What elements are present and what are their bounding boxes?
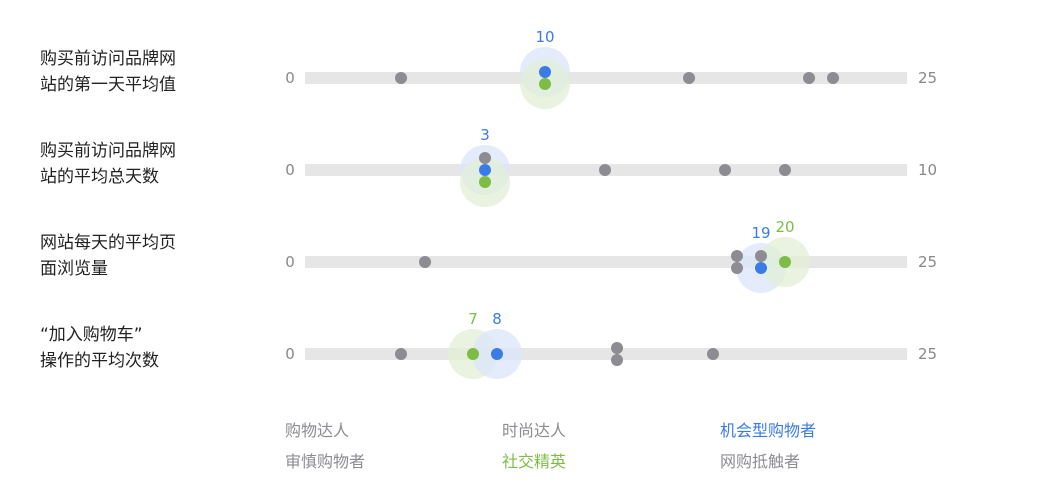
data-point xyxy=(779,256,791,268)
data-point xyxy=(707,348,719,360)
row-label-line: 操作的平均次数 xyxy=(40,351,159,371)
data-point xyxy=(479,176,491,188)
legend-item: 机会型购物者 xyxy=(720,421,816,440)
legend-item: 审慎购物者 xyxy=(285,452,365,471)
axis-max-label: 25 xyxy=(918,253,937,271)
axis-max-label: 10 xyxy=(918,161,937,179)
data-value-label: 7 xyxy=(468,310,478,328)
data-point xyxy=(479,164,491,176)
data-point xyxy=(539,66,551,78)
data-point xyxy=(539,78,551,90)
data-point xyxy=(731,262,743,274)
data-point xyxy=(395,348,407,360)
row-label-line: 站的平均总天数 xyxy=(40,167,159,187)
axis-min-label: 0 xyxy=(285,69,295,87)
data-point xyxy=(491,348,503,360)
row-label-line: 面浏览量 xyxy=(40,259,108,279)
axis-track xyxy=(305,256,907,268)
row-label-line: 站的第一天平均值 xyxy=(40,75,176,95)
data-point xyxy=(599,164,611,176)
axis-min-label: 0 xyxy=(285,345,295,363)
data-point xyxy=(611,342,623,354)
data-point xyxy=(731,250,743,262)
data-value-label: 20 xyxy=(775,218,794,236)
data-point xyxy=(479,152,491,164)
axis-max-label: 25 xyxy=(918,69,937,87)
data-value-label: 10 xyxy=(535,28,554,46)
legend-item: 网购抵触者 xyxy=(720,452,800,471)
data-point xyxy=(827,72,839,84)
data-point xyxy=(683,72,695,84)
data-point xyxy=(755,262,767,274)
data-point xyxy=(779,164,791,176)
axis-track xyxy=(305,72,907,84)
axis-min-label: 0 xyxy=(285,161,295,179)
data-point xyxy=(611,354,623,366)
legend-item: 购物达人 xyxy=(285,421,349,440)
row-label-line: 购买前访问品牌网 xyxy=(40,141,176,161)
data-value-label: 19 xyxy=(751,224,770,242)
data-value-label: 8 xyxy=(492,310,502,328)
data-point xyxy=(719,164,731,176)
row-label-line: 网站每天的平均页 xyxy=(40,233,176,253)
data-point xyxy=(467,348,479,360)
data-point xyxy=(755,250,767,262)
data-value-label: 3 xyxy=(480,126,490,144)
data-point xyxy=(803,72,815,84)
axis-max-label: 25 xyxy=(918,345,937,363)
data-point xyxy=(395,72,407,84)
data-point xyxy=(419,256,431,268)
legend-item: 社交精英 xyxy=(502,452,566,471)
row-label-line: 购买前访问品牌网 xyxy=(40,49,176,69)
row-label-line: “加入购物车” xyxy=(40,325,143,345)
legend-item: 时尚达人 xyxy=(502,421,566,440)
axis-min-label: 0 xyxy=(285,253,295,271)
